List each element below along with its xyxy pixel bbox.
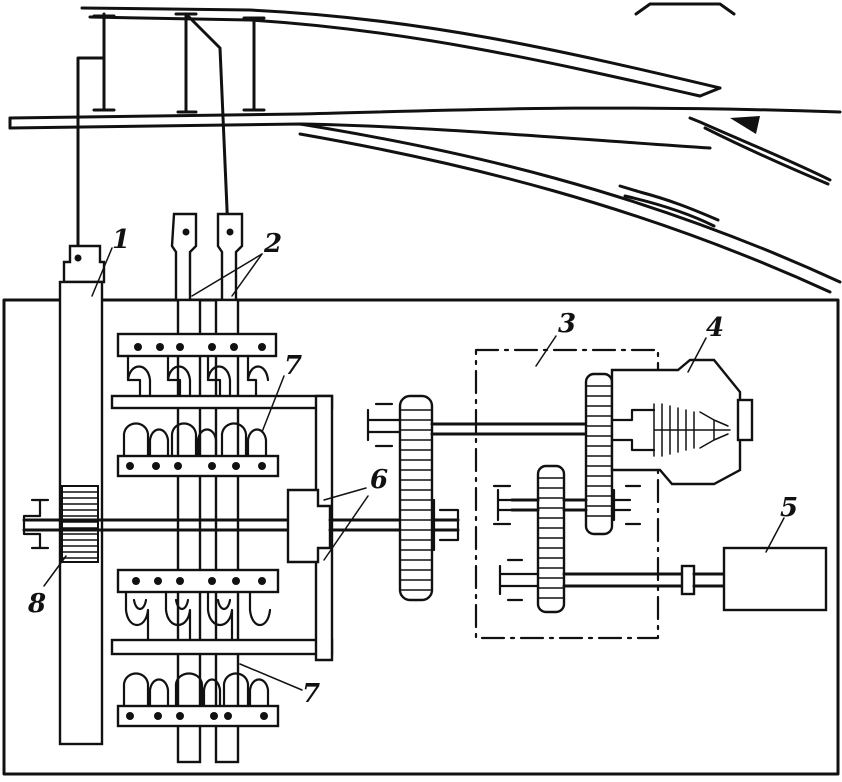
leader-2b: [231, 253, 263, 297]
guard-rail-inner: [623, 194, 716, 228]
frog-point: [730, 116, 760, 134]
shaft-line-right: [328, 518, 460, 532]
throw-rod-pin: [74, 254, 82, 262]
shaft-right-bearing: [432, 498, 460, 552]
throw-rod-head: [62, 244, 106, 284]
upper-shaft-line: [430, 422, 590, 436]
clutch-housing: [610, 358, 742, 486]
clutch-shaft: [610, 408, 656, 452]
label-4: 4: [706, 313, 724, 343]
contact-springs-c-inner: [132, 598, 232, 611]
clutch-springs: [653, 403, 731, 457]
diverging-rail-top: [298, 122, 842, 284]
upper-rail-inner: [88, 15, 702, 98]
reducer-boundary: [474, 348, 660, 640]
rack-teeth: [61, 485, 99, 563]
track-rails: [8, 2, 842, 294]
reducer-upper-gear: [584, 372, 614, 536]
contact-springs-a-stems: [126, 378, 258, 400]
upper-shaft: [366, 402, 590, 448]
motor-shaft: [498, 558, 726, 602]
leader-6b: [323, 495, 369, 561]
main-shaft: [22, 488, 460, 564]
label-8: 8: [27, 589, 46, 619]
contact-bar-b: [116, 454, 280, 478]
tie-1-cap: [92, 14, 116, 112]
label-5: 5: [780, 493, 798, 523]
label-6: 6: [370, 465, 388, 495]
stock-rail-bottom: [8, 122, 712, 150]
upper-rail-outer: [80, 6, 722, 90]
leader-3: [535, 335, 557, 367]
electric-motor: [722, 546, 828, 612]
clutch-cap: [736, 398, 754, 442]
leader-2a: [191, 253, 263, 297]
label-7-lower: 7: [302, 679, 320, 709]
upper-shaft-bearing: [366, 402, 402, 448]
crossover-symbol: [634, 2, 736, 16]
leader-6a: [323, 487, 367, 501]
label-3: 3: [558, 309, 576, 339]
cam: [286, 488, 332, 564]
contact-springs-c: [124, 590, 272, 642]
stock-rail-top: [8, 106, 842, 120]
throw-rod: [58, 56, 106, 746]
contact-frame-lower: [110, 638, 334, 656]
label-1: 1: [112, 225, 130, 255]
leader-1: [91, 247, 113, 297]
detector-rod-pin-right: [226, 228, 234, 236]
label-7-upper: 7: [284, 351, 302, 381]
leader-8: [43, 555, 67, 587]
shaft-left-bearing: [22, 498, 50, 550]
motor-coupling: [680, 564, 696, 596]
guard-rail: [618, 184, 720, 222]
detector-rod-head-left: [170, 212, 198, 302]
reducer-lower-gear: [536, 464, 566, 614]
large-gear: [398, 394, 434, 602]
contact-springs-a: [126, 354, 270, 400]
contact-frame-upper: [110, 394, 334, 410]
tie-2-cap: [242, 16, 266, 112]
contact-springs-b: [122, 422, 268, 458]
throw-rod-linkage: [76, 56, 106, 250]
detector-rod-pin-left: [182, 228, 190, 236]
upper-rail-tip: [698, 86, 722, 98]
label-2: 2: [263, 229, 282, 259]
detector-link-diag: [184, 12, 230, 234]
leader-5: [765, 517, 785, 553]
shaft-line-left: [22, 518, 292, 532]
friction-clutch: [610, 358, 754, 486]
contact-springs-d: [122, 672, 270, 708]
contact-bar-a: [116, 332, 278, 358]
diverging-rail-bottom: [298, 132, 832, 294]
leader-7a: [261, 375, 285, 433]
frog-rail-lower: [703, 126, 830, 186]
contact-bar-d: [116, 704, 280, 728]
frog-rail: [688, 116, 832, 182]
machine-housing: [2, 298, 840, 776]
leader-7b: [239, 663, 303, 691]
leader-4: [687, 337, 707, 373]
intermediate-shaft: [492, 484, 642, 526]
contact-bar-c: [116, 568, 280, 594]
callouts: 1 2 3 4 5 6 7 7 8: [27, 225, 798, 709]
detector-link-caps: [174, 12, 198, 114]
